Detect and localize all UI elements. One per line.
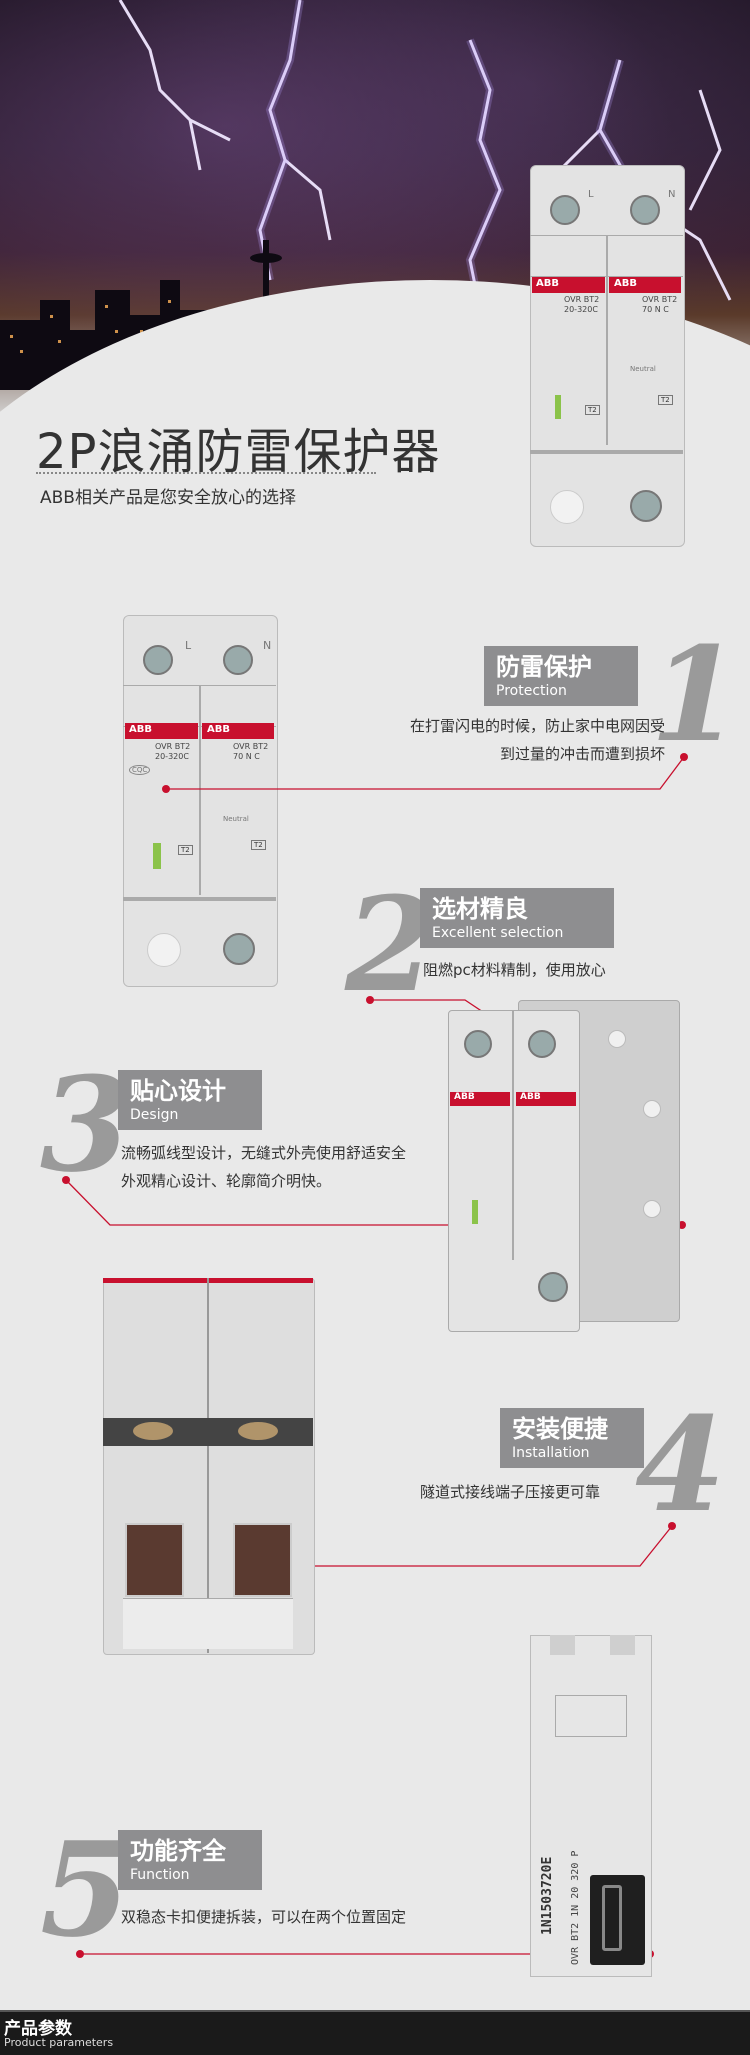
section-title: 产品参数 — [4, 2019, 72, 2039]
feature-subtitle: Design — [130, 1107, 179, 1123]
feature-badge-selection: 选材精良 Excellent selection — [420, 888, 614, 948]
left-model: OVR BT2 — [155, 742, 191, 751]
title-divider — [36, 472, 376, 474]
feature-subtitle: Installation — [512, 1445, 590, 1461]
status-indicator — [555, 395, 561, 419]
screw-terminal-icon — [464, 1030, 492, 1058]
feature-number-4: 4 — [635, 1388, 726, 1541]
abb-logo: ABB — [614, 278, 637, 289]
feature-subtitle: Function — [130, 1867, 190, 1883]
t2-mark: T2 — [251, 840, 266, 850]
right-rating: 70 N C — [233, 752, 260, 761]
section-subtitle: Product parameters — [4, 2036, 114, 2049]
l-mark: L — [185, 639, 192, 652]
neutral-label: Neutral — [223, 815, 249, 823]
feature-description: 双稳态卡扣便捷拆装，可以在两个位置固定 — [121, 1908, 407, 1926]
feature-badge-function: 功能齐全 Function — [118, 1830, 262, 1890]
feature-badge-design: 贴心设计 Design — [118, 1070, 262, 1130]
l-mark: L — [588, 189, 594, 200]
screw-terminal-icon — [550, 195, 580, 225]
page-subtitle: ABB相关产品是您安全放心的选择 — [40, 488, 296, 508]
feature-number-5: 5 — [40, 1813, 131, 1966]
red-label-band — [609, 277, 681, 293]
screw-terminal-icon — [143, 645, 173, 675]
screw-terminal-icon — [630, 490, 662, 522]
status-indicator — [472, 1200, 478, 1224]
device-front-image: L N ABB ABB OVR BT2 20-320C OVR BT2 70 N… — [123, 615, 278, 1000]
status-indicator — [153, 843, 161, 869]
screw-terminal-icon — [630, 195, 660, 225]
feature-number-3: 3 — [40, 1048, 131, 1201]
screw-terminal-icon — [528, 1030, 556, 1058]
product-parameters-header: 产品参数 Product parameters — [0, 2010, 750, 2055]
left-rating: 20-320C — [564, 305, 598, 314]
feature-description: 阻燃pc材料精制，使用放心 — [423, 961, 606, 979]
feature-description: 隧道式接线端子压接更可靠 — [420, 1483, 601, 1501]
t2-mark: T2 — [178, 845, 193, 855]
feature-number-1: 1 — [650, 618, 741, 771]
t2-mark: T2 — [658, 395, 673, 405]
t2-mark: T2 — [585, 405, 600, 415]
feature-badge-installation: 安装便捷 Installation — [500, 1408, 644, 1468]
left-model: OVR BT2 — [564, 295, 600, 304]
screw-terminal-icon — [223, 933, 255, 965]
abb-logo: ABB — [129, 724, 152, 735]
feature-title: 安装便捷 — [512, 1415, 608, 1443]
abb-logo: ABB — [536, 278, 559, 289]
feature-description: 在打雷闪电的时候，防止家中电网因受 到过量的冲击而遭到损坏 — [350, 712, 665, 768]
abb-logo: ABB — [207, 724, 230, 735]
desc-line: 外观精心设计、轮廓简介明快。 — [121, 1172, 332, 1190]
abb-logo: ABB — [454, 1092, 475, 1102]
feature-description: 流畅弧线型设计，无缝式外壳使用舒适安全 外观精心设计、轮廓简介明快。 — [121, 1139, 406, 1195]
feature-title: 贴心设计 — [130, 1077, 226, 1105]
n-mark: N — [668, 189, 676, 200]
screw-terminal-icon — [538, 1272, 568, 1302]
cqc-mark: CQC — [129, 765, 151, 775]
device-angle-image: ABB ABB — [448, 1000, 688, 1340]
right-model: OVR BT2 — [642, 295, 678, 304]
abb-logo: ABB — [520, 1092, 541, 1102]
side-model-text: OVR BT2 1N 20 320 P — [570, 1850, 581, 1965]
desc-line: 在打雷闪电的时候，防止家中电网因受 — [409, 717, 665, 735]
hero-product-image: L N ABB ABB OVR BT2 20-320C OVR BT2 70 N… — [530, 165, 685, 565]
neutral-label: Neutral — [630, 365, 656, 373]
right-model: OVR BT2 — [233, 742, 269, 751]
screw-terminal-icon — [223, 645, 253, 675]
device-terminal-image — [103, 1278, 315, 1655]
desc-line: 流畅弧线型设计，无缝式外壳使用舒适安全 — [121, 1144, 407, 1162]
feature-subtitle: Excellent selection — [432, 925, 564, 941]
page-title: 2P浪涌防雷保护器 — [36, 424, 441, 480]
desc-line: 到过量的冲击而遭到损坏 — [499, 745, 665, 763]
left-rating: 20-320C — [155, 752, 189, 761]
feature-title: 选材精良 — [432, 895, 528, 923]
feature-subtitle: Protection — [496, 683, 567, 699]
n-mark: N — [263, 639, 272, 652]
right-rating: 70 N C — [642, 305, 669, 314]
serial-number: 1N1503720E — [540, 1856, 555, 1935]
feature-title: 防雷保护 — [496, 653, 592, 681]
red-label-band — [532, 277, 605, 293]
feature-badge-protection: 防雷保护 Protection — [484, 646, 638, 706]
feature-title: 功能齐全 — [130, 1837, 226, 1865]
device-side-image: 1N1503720E OVR BT2 1N 20 320 P — [530, 1635, 655, 1977]
